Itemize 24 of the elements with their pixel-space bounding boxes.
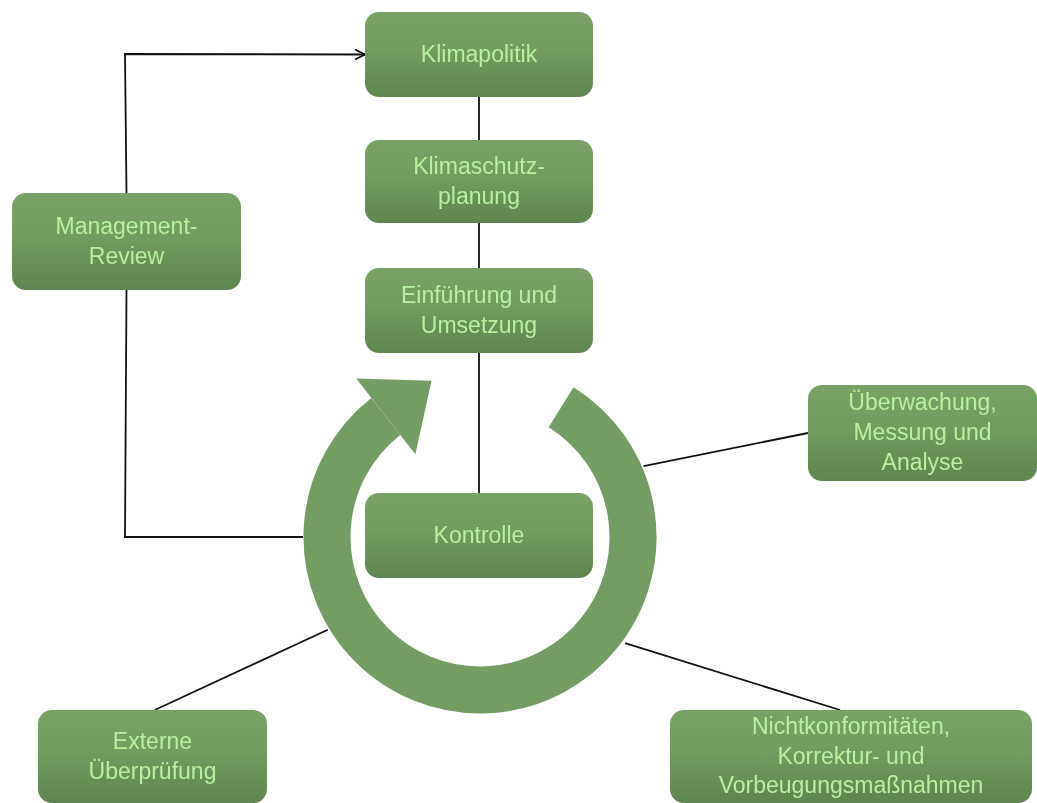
arrow — [124, 48, 366, 194]
process-box — [12, 193, 241, 290]
process-box — [365, 12, 593, 97]
process-box — [38, 710, 267, 803]
box-label: Externe Überprüfung — [87, 726, 218, 786]
box-label: Einführung und Umsetzung — [400, 280, 558, 340]
process-box — [670, 710, 1032, 803]
connector-line — [624, 642, 842, 711]
process-box — [365, 140, 593, 223]
connector-line — [642, 432, 809, 468]
box-label: Klimaschutz- planung — [412, 151, 546, 211]
box-label: Nichtkonformitäten, Korrektur- und Vorbeugungsmaßnahmen — [717, 711, 985, 801]
box-label: Kontrolle — [433, 520, 525, 550]
connector-line — [124, 289, 304, 538]
connector-line — [478, 96, 480, 141]
connector-line — [153, 628, 329, 711]
process-box — [365, 493, 593, 578]
box-label: Überwachung, Messung und Analyse — [847, 388, 998, 477]
connector-line — [478, 222, 480, 269]
connector-line — [478, 352, 480, 494]
process-box — [365, 268, 593, 353]
box-label: Management- Review — [54, 211, 199, 271]
box-label: Klimapolitik — [420, 39, 538, 69]
process-box — [808, 385, 1037, 481]
